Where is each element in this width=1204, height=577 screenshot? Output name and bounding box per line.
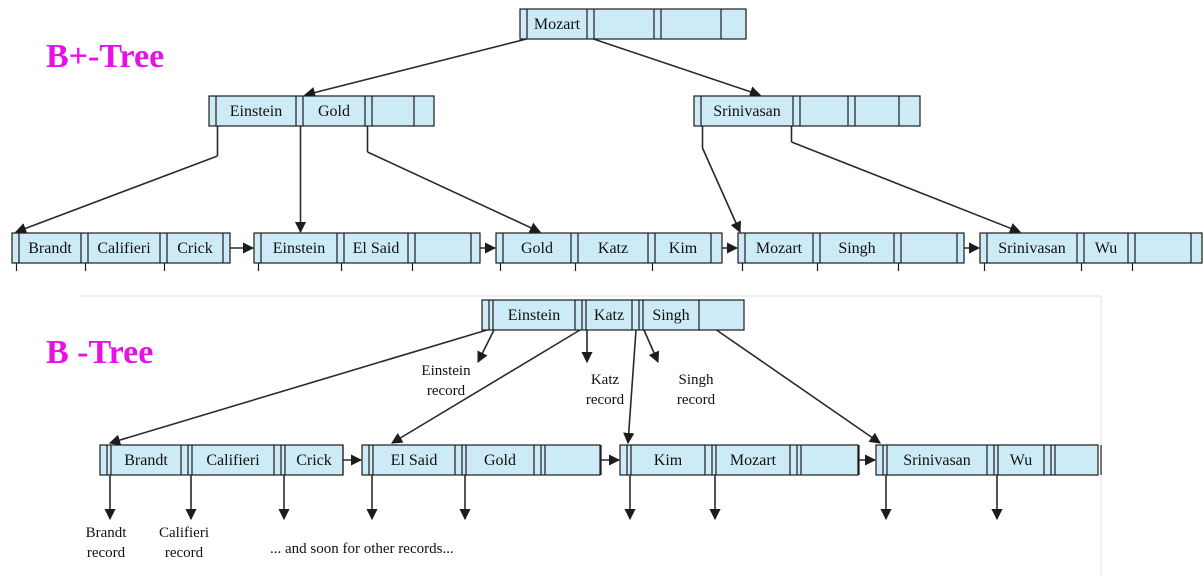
- tree-edge: [593, 38, 762, 98]
- node-key: Srinivasan: [713, 103, 781, 120]
- node-key: Mozart: [730, 452, 777, 469]
- tree-edge: [716, 329, 881, 444]
- node-key: Crick: [296, 452, 332, 469]
- node-key: El Said: [391, 452, 438, 469]
- node-box: [208, 95, 435, 127]
- record-pointer: [477, 329, 495, 364]
- node-key: Einstein: [273, 240, 325, 257]
- tree-node: Srinivasan: [693, 95, 921, 127]
- node-key: Srinivasan: [903, 452, 971, 469]
- node-key: Singh: [838, 240, 875, 257]
- tree-edge: [108, 329, 488, 446]
- node-key: Kim: [669, 240, 698, 257]
- node-key: Gold: [318, 103, 350, 120]
- node-key: Wu: [1095, 240, 1117, 257]
- node-box: [619, 444, 859, 476]
- tree-edge: [701, 147, 742, 234]
- tree-node: Einstein El Said: [253, 232, 481, 264]
- node-key: Mozart: [534, 16, 581, 33]
- tree-edge: [367, 151, 542, 233]
- record-notes: ... and soon for other records... Einste…: [86, 363, 716, 561]
- node-key: Einstein: [230, 103, 282, 120]
- node-key: Gold: [521, 240, 553, 257]
- node-key: El Said: [353, 240, 400, 257]
- node-box: [495, 232, 723, 264]
- bplus-tree-title: B+-Tree: [46, 38, 164, 75]
- node-box: [481, 299, 745, 331]
- node-box: [979, 232, 1203, 264]
- node-key: Crick: [177, 240, 213, 257]
- node-key: Brandt: [28, 240, 72, 257]
- tree-node: Einstein Gold: [208, 95, 435, 127]
- tree-node: Kim Mozart: [619, 444, 860, 476]
- node-box: [11, 232, 231, 264]
- node-box: [693, 95, 921, 127]
- node-key: Singh: [652, 307, 689, 324]
- footnote: ... and soon for other records...: [270, 541, 454, 557]
- tree-edge: [303, 38, 527, 98]
- node-key: Wu: [1010, 452, 1032, 469]
- node-key: Kim: [654, 452, 683, 469]
- tree-edges: [14, 38, 1134, 521]
- tree-node: Brandt Califieri Crick: [99, 444, 344, 476]
- btree-title: B -Tree: [46, 334, 153, 371]
- tree-node: Srinivasan Wu: [875, 444, 1102, 476]
- node-key: Einstein: [508, 307, 560, 324]
- tree-node: Srinivasan Wu: [979, 232, 1203, 264]
- tree-node: Mozart Singh: [737, 232, 965, 264]
- node-key: Califieri: [206, 452, 260, 469]
- tree-node: Einstein Katz Singh: [481, 299, 745, 331]
- tree-node: Brandt Califieri Crick: [11, 232, 231, 264]
- tree-edge: [791, 141, 1022, 234]
- node-key: Califieri: [97, 240, 151, 257]
- node-key: Mozart: [756, 240, 803, 257]
- node-box: [519, 8, 747, 40]
- node-key: Srinivasan: [998, 240, 1066, 257]
- node-box: [737, 232, 965, 264]
- node-key: Katz: [598, 240, 628, 257]
- node-key: Katz: [594, 307, 624, 324]
- record-pointer: [643, 329, 660, 364]
- tree-edge: [391, 329, 581, 444]
- tree-edge: [14, 155, 218, 234]
- node-key: Brandt: [124, 452, 168, 469]
- node-box: [361, 444, 601, 476]
- tree-node: El Said Gold: [361, 444, 602, 476]
- tree-node: Gold Katz Kim: [495, 232, 723, 264]
- tree-node: Mozart: [519, 8, 747, 40]
- node-key: Gold: [484, 452, 516, 469]
- tree-edge: [623, 329, 637, 445]
- node-box: [253, 232, 481, 264]
